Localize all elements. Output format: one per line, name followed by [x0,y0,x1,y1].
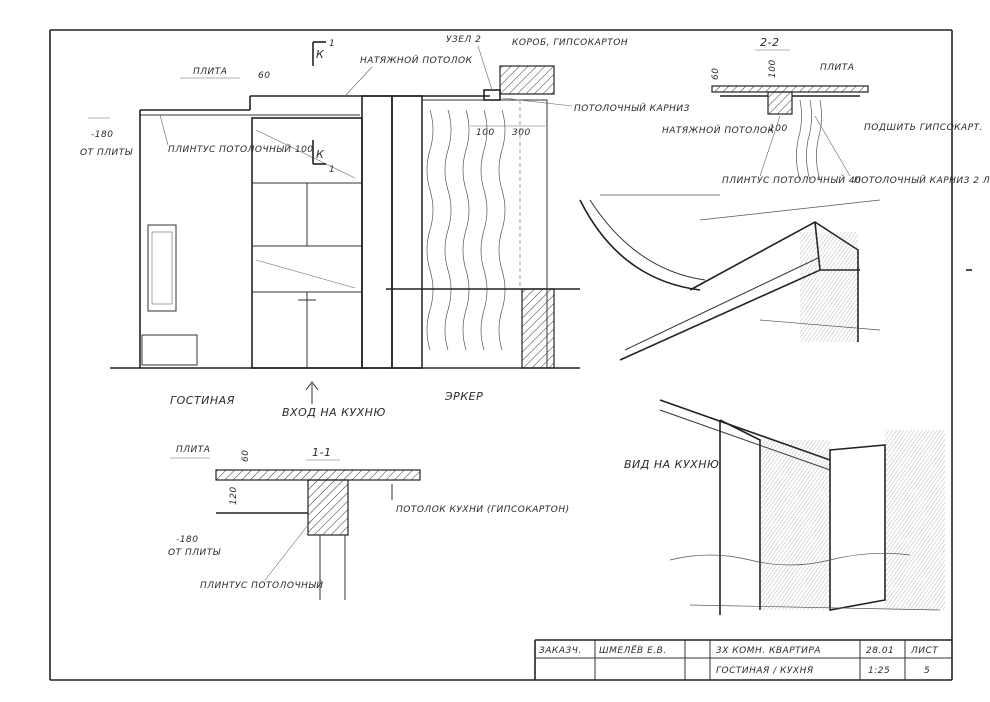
label-natyazh: НАТЯЖНОЙ ПОТОЛОК [360,54,473,66]
tb-sheet-no: 5 [924,666,930,676]
label-plintus: ПЛИНТУС ПОТОЛОЧНЫЙ 100 [168,143,314,155]
main-elevation [110,65,580,369]
svg-text:К: К [316,148,325,161]
svg-text:ПОТОЛОЧНЫЙ КАРНИЗ 2 ЛИНИИ: ПОТОЛОЧНЫЙ КАРНИЗ 2 ЛИНИИ [854,174,990,186]
tb-sheet-label: ЛИСТ [910,646,939,656]
tb-zakazchik-label: ЗАКАЗЧ. [539,646,582,656]
svg-text:ПЛИТА: ПЛИТА [176,445,210,455]
title-block: ЗАКАЗЧ. ШМЕЛЁВ Е.В. 3Х КОМН. КВАРТИРА 28… [534,639,952,680]
svg-text:60: 60 [711,68,721,80]
label-dim-300: 300 [512,128,531,138]
svg-text:1: 1 [329,39,335,49]
label-vhod: ВХОД НА КУХНЮ [282,406,386,419]
tb-object: 3Х КОМН. КВАРТИРА [716,646,821,656]
svg-text:1: 1 [329,165,335,175]
svg-text:НАТЯЖНОЙ ПОТОЛОК: НАТЯЖНОЙ ПОТОЛОК [662,124,775,136]
label-dim-100: 100 [476,128,495,138]
label-karniz: ПОТОЛОЧНЫЙ КАРНИЗ [574,102,690,114]
svg-text:100: 100 [769,124,788,134]
svg-text:-180: -180 [176,535,198,545]
section-marker-k1-mid: К 1 [312,140,335,175]
perspective-sketch-kitchen-view: ВИД НА КУХНЮ [624,399,945,615]
tb-scale: 1:25 [868,666,890,676]
label-uzel2: УЗЕЛ 2 [446,35,481,45]
label-plita: ПЛИТА [193,67,227,77]
tb-zakazchik: ШМЕЛЁВ Е.В. [599,645,667,656]
label-dim-60: 60 [258,71,270,81]
section-1-1: 1-1 ПЛИТА 60 120 -180 ОТ ПЛИТЫ ПОТОЛОК К… [168,445,570,600]
section-title-1-1: 1-1 [312,446,331,459]
section-marker-k1-top: К 1 [312,39,335,66]
svg-text:ПЛИТА: ПЛИТА [820,63,854,73]
svg-text:ПОДШИТЬ ГИПСОКАРТ.: ПОДШИТЬ ГИПСОКАРТ. [864,123,983,133]
label-vid-na-kuhnyu: ВИД НА КУХНЮ [624,458,719,471]
perspective-sketch-ceiling [579,194,881,361]
svg-text:100: 100 [768,59,778,78]
tb-rooms: ГОСТИНАЯ / КУХНЯ [716,666,814,676]
svg-text:60: 60 [241,450,251,462]
main-elevation-labels: ПЛИТА 60 НАТЯЖНОЙ ПОТОЛОК УЗЕЛ 2 КОРОБ, … [80,35,690,419]
svg-text:ОТ ПЛИТЫ: ОТ ПЛИТЫ [168,548,221,558]
label-ot-plity: ОТ ПЛИТЫ [80,148,133,158]
section-title-2-2: 2-2 [760,36,779,49]
svg-text:120: 120 [229,486,239,505]
label-korob: КОРОБ, ГИПСОКАРТОН [512,38,628,48]
svg-text:ПОТОЛОК КУХНИ (ГИПСОКАРТОН): ПОТОЛОК КУХНИ (ГИПСОКАРТОН) [396,505,570,515]
svg-text:К: К [316,48,325,61]
label-gostinaya: ГОСТИНАЯ [170,394,235,407]
label-minus180: -180 [91,130,113,140]
section-2-2: 2-2 60 100 ПЛИТА НАТЯЖНОЙ ПОТОЛОК 100 ПО… [662,36,990,186]
tb-date: 28.01 [866,646,894,656]
sheet-frame [49,29,972,681]
label-erker: ЭРКЕР [444,390,483,403]
svg-text:ПЛИНТУС ПОТОЛОЧНЫЙ 40: ПЛИНТУС ПОТОЛОЧНЫЙ 40 [722,174,861,186]
svg-text:ПЛИНТУС ПОТОЛОЧНЫЙ: ПЛИНТУС ПОТОЛОЧНЫЙ [200,579,323,591]
